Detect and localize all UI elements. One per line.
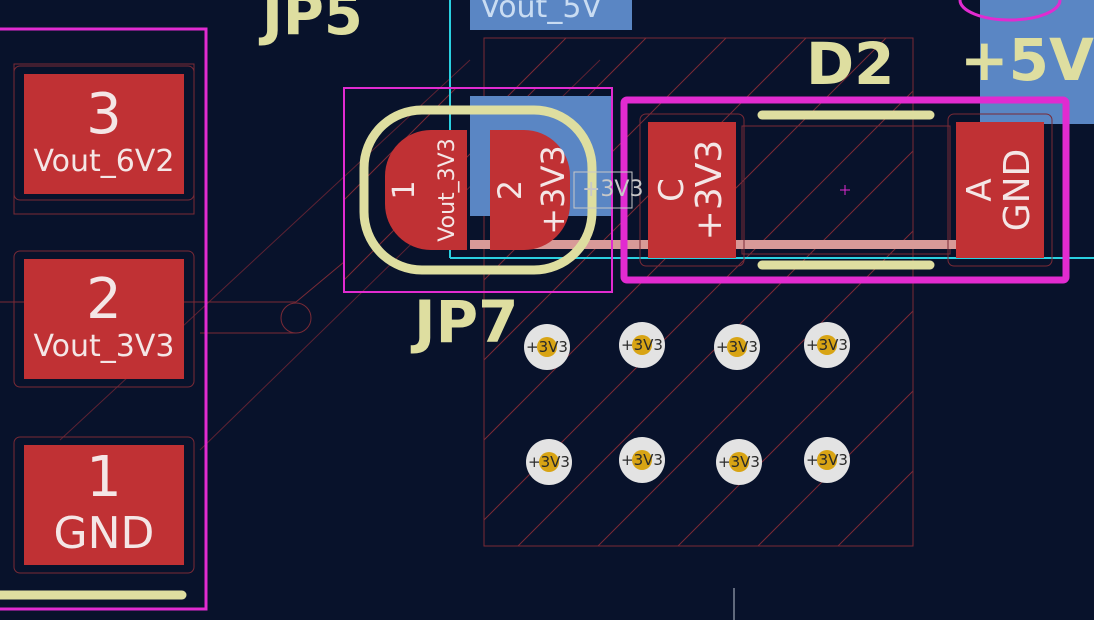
via[interactable]: +3V3 xyxy=(716,439,762,485)
connector-pad-2[interactable]: 2 Vout_3V3 xyxy=(24,259,184,379)
jp7-courtyard xyxy=(343,87,613,293)
via[interactable]: +3V3 xyxy=(804,437,850,483)
jp7-pad-2-number: 2 xyxy=(491,179,529,201)
connector-courtyard xyxy=(0,27,208,611)
via[interactable]: +3V3 xyxy=(526,439,572,485)
jp5-refdes: JP5 xyxy=(262,0,363,48)
connector-pad-1[interactable]: 1 GND xyxy=(24,445,184,565)
jp7-pad-1-number: 1 xyxy=(387,180,422,200)
jp7-refdes: JP7 xyxy=(414,288,519,356)
via[interactable]: +3V3 xyxy=(619,322,665,368)
net-label-box xyxy=(573,171,633,209)
connector-pad-3[interactable]: 3 Vout_6V2 xyxy=(24,74,184,194)
d2-pad-a-net: GND xyxy=(997,148,1038,232)
jp7-pad-2-net: +3V3 xyxy=(534,145,572,235)
courtyard-arc xyxy=(958,0,1062,22)
d2-body-outline xyxy=(741,125,951,255)
d2-courtyard xyxy=(620,96,1070,284)
plus5v-label: +5V xyxy=(960,26,1094,94)
net-label-vout-5v: Vout_5V xyxy=(470,0,632,30)
via[interactable]: +3V3 xyxy=(524,324,570,370)
d2-refdes: D2 xyxy=(806,30,895,98)
d2-pad-c-letter: C xyxy=(652,178,692,202)
jp7-pad-1-net: Vout_3V3 xyxy=(435,138,460,242)
via[interactable]: +3V3 xyxy=(619,437,665,483)
via[interactable]: +3V3 xyxy=(714,324,760,370)
jp7-pad-1[interactable]: 1 Vout_3V3 xyxy=(385,130,467,250)
jp7-pad-2[interactable]: 2 +3V3 xyxy=(490,130,572,250)
jp7-silkscreen-outline xyxy=(359,105,597,275)
d2-pad-a-letter: A xyxy=(960,178,1000,202)
via[interactable]: +3V3 xyxy=(804,322,850,368)
d2-pad-c[interactable]: C +3V3 xyxy=(648,122,736,258)
d2-pad-a[interactable]: A GND xyxy=(956,122,1044,258)
d2-pad-c-net: +3V3 xyxy=(689,139,730,241)
d2-c-net-tag: +3V3 xyxy=(582,177,644,202)
via-outline xyxy=(280,302,312,334)
